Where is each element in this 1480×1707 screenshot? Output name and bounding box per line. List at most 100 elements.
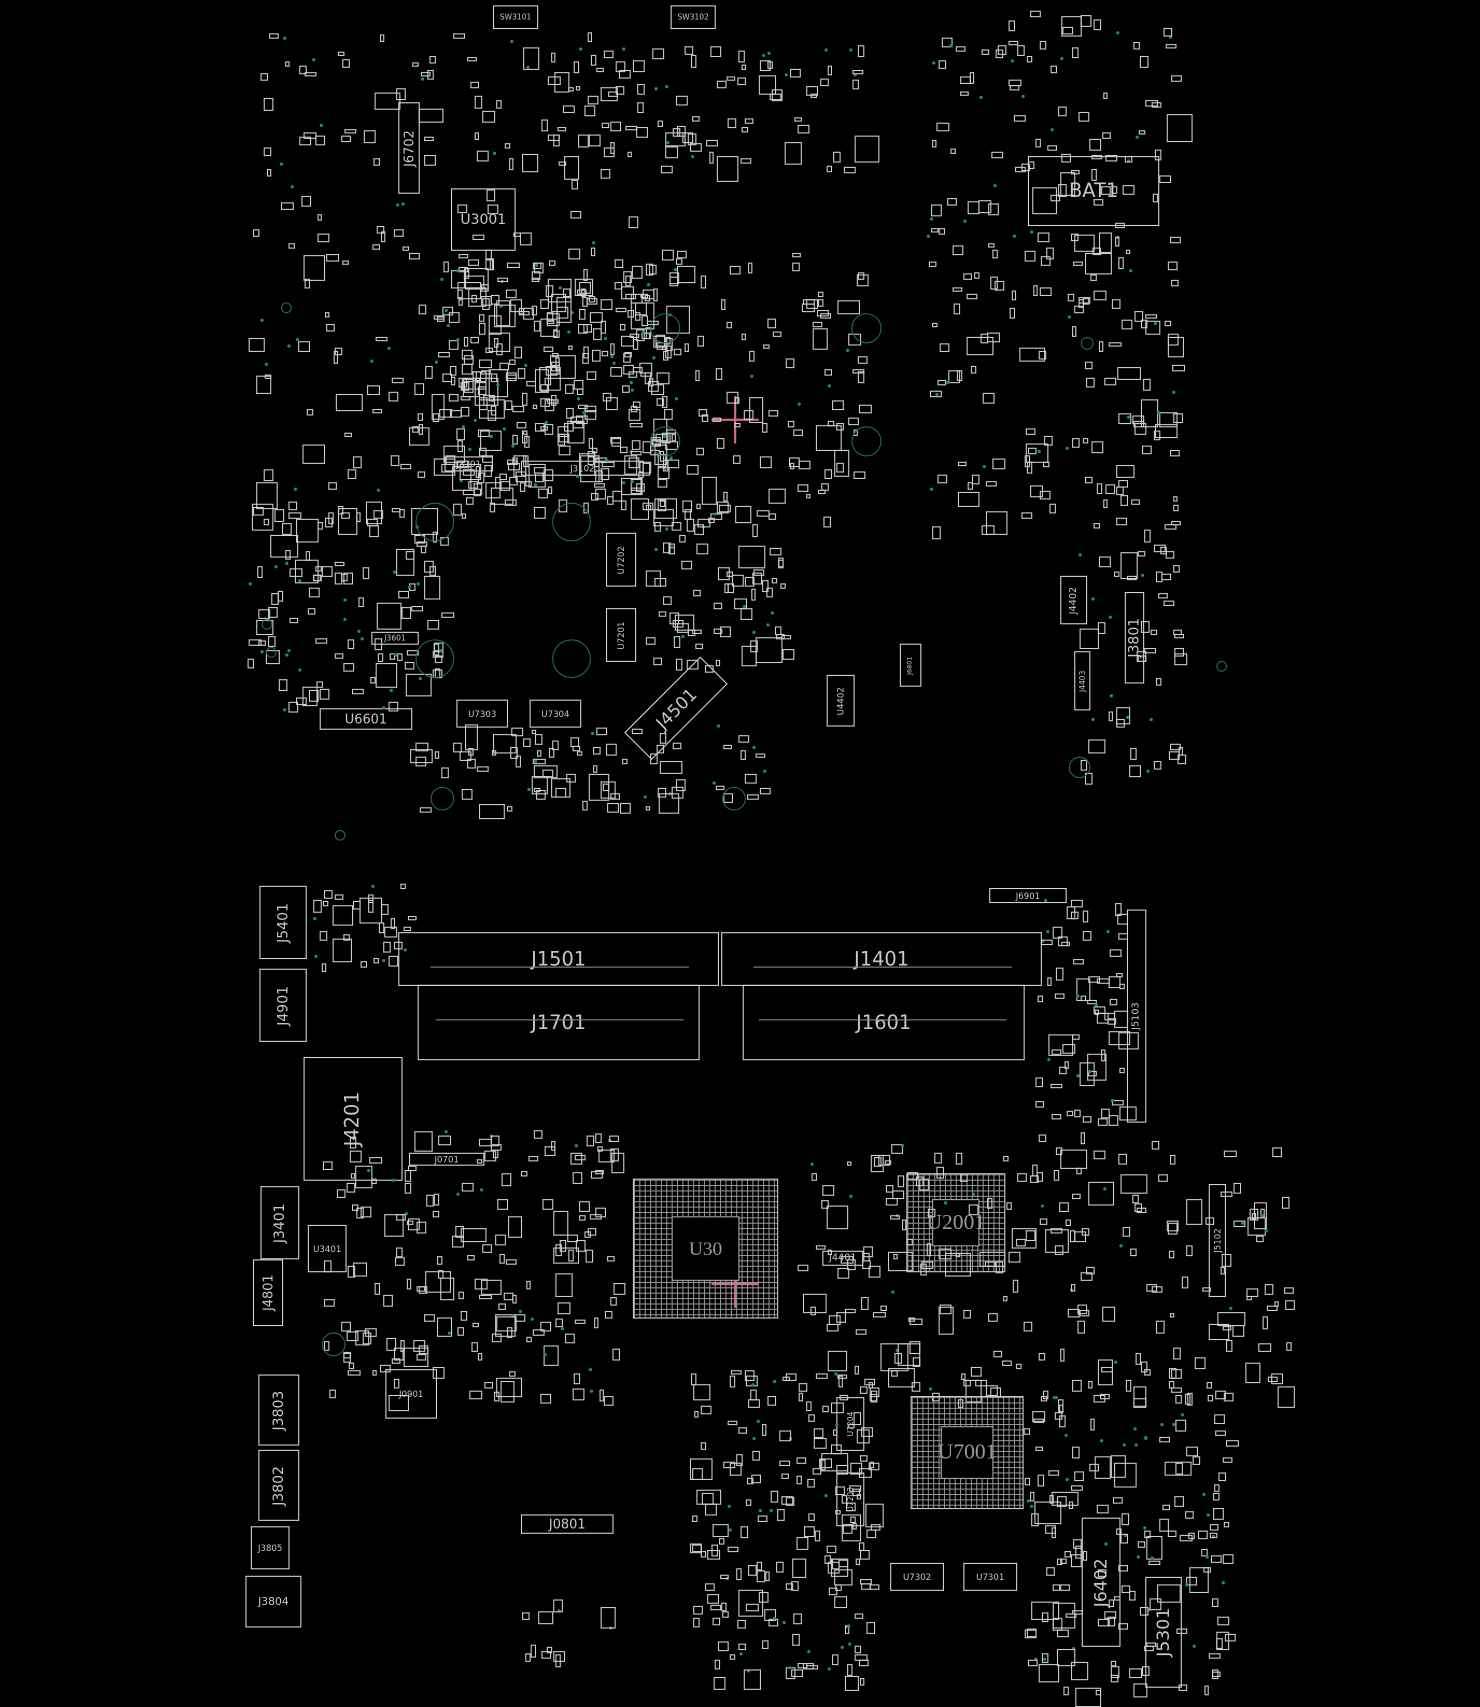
- smd-pad: [893, 1253, 898, 1260]
- via-dot: [284, 561, 289, 565]
- component-footprint[interactable]: J1501: [398, 932, 720, 986]
- component-footprint[interactable]: J3804: [245, 1575, 302, 1628]
- smd-pad: [1079, 1062, 1095, 1086]
- smd-pad: [930, 390, 942, 398]
- component-footprint[interactable]: J3601: [371, 631, 419, 645]
- smd-pad: [1074, 1546, 1082, 1559]
- component-footprint[interactable]: J4801: [252, 1259, 284, 1327]
- smd-pad: [591, 492, 599, 501]
- smd-pad: [848, 417, 860, 426]
- smd-pad: [550, 293, 567, 313]
- component-footprint[interactable]: BAT1: [1027, 156, 1160, 227]
- component-footprint[interactable]: U3001: [450, 188, 516, 251]
- component-bga-chip[interactable]: U7001: [910, 1396, 1024, 1510]
- component-footprint[interactable]: J4201: [303, 1056, 403, 1181]
- component-footprint[interactable]: J0701: [409, 1152, 485, 1166]
- smd-pad: [1078, 299, 1085, 308]
- smd-pad: [1047, 145, 1057, 151]
- component-footprint[interactable]: J6402: [1081, 1517, 1121, 1647]
- smd-pad: [692, 589, 701, 597]
- via-dot: [392, 570, 396, 574]
- smd-pad: [1109, 1031, 1131, 1046]
- smd-pad: [1185, 1393, 1191, 1405]
- smd-pad: [1158, 175, 1172, 183]
- smd-pad: [374, 1282, 380, 1296]
- via-dot: [283, 37, 287, 41]
- smd-pad: [632, 339, 639, 350]
- smd-pad: [1021, 512, 1032, 520]
- smd-pad: [960, 91, 969, 96]
- smd-pad: [461, 512, 467, 519]
- smd-pad: [659, 761, 683, 775]
- smd-pad: [577, 323, 588, 335]
- smd-pad: [461, 349, 473, 360]
- smd-pad: [423, 1314, 435, 1323]
- component-footprint[interactable]: J1701: [417, 984, 700, 1061]
- component-footprint[interactable]: J4402: [1060, 575, 1088, 625]
- component-footprint[interactable]: U7302: [890, 1562, 944, 1591]
- smd-pad: [601, 122, 610, 129]
- smd-pad: [716, 156, 739, 182]
- component-footprint[interactable]: U6601: [319, 708, 413, 730]
- smd-pad: [628, 409, 641, 422]
- component-footprint[interactable]: J3802: [258, 1449, 300, 1521]
- component-footprint[interactable]: J4401: [822, 1250, 864, 1266]
- component-footprint[interactable]: J3803: [258, 1374, 300, 1446]
- component-footprint[interactable]: J6801: [899, 643, 922, 687]
- via-dot: [621, 481, 626, 485]
- smd-pad: [477, 386, 487, 396]
- component-footprint[interactable]: U7201: [605, 608, 637, 662]
- component-footprint[interactable]: J6702: [398, 102, 420, 194]
- smd-pad: [467, 480, 479, 489]
- smd-pad: [824, 469, 833, 479]
- smd-pad: [776, 1509, 786, 1522]
- component-footprint[interactable]: U7303: [456, 699, 509, 728]
- smd-pad: [523, 307, 534, 320]
- component-footprint[interactable]: J5103: [1126, 909, 1147, 1123]
- smd-pad: [1053, 1617, 1063, 1631]
- smd-pad: [479, 803, 505, 819]
- smd-pad: [762, 580, 769, 593]
- component-footprint[interactable]: J4901: [259, 968, 307, 1042]
- via-dot: [357, 629, 361, 634]
- component-footprint[interactable]: U7202: [605, 532, 637, 587]
- smd-pad: [1023, 1428, 1031, 1435]
- component-footprint[interactable]: J0901: [385, 1369, 438, 1419]
- component-footprint[interactable]: J5301: [1145, 1576, 1182, 1688]
- component-footprint[interactable]: SW3101: [492, 5, 539, 30]
- component-footprint[interactable]: J1601: [742, 984, 1025, 1061]
- smd-pad: [1197, 1530, 1209, 1540]
- smd-pad: [1273, 1301, 1279, 1307]
- component-footprint[interactable]: J0801: [520, 1514, 614, 1534]
- smd-pad: [1214, 1430, 1226, 1437]
- component-footprint[interactable]: J1401: [721, 932, 1042, 986]
- component-footprint[interactable]: U7304: [529, 699, 582, 728]
- smd-pad: [930, 227, 939, 233]
- via-dot: [1065, 1477, 1069, 1481]
- component-footprint[interactable]: J3801: [1124, 591, 1145, 684]
- component-footprint[interactable]: J5401: [259, 885, 307, 960]
- via-dot: [313, 955, 318, 959]
- component-footprint[interactable]: J4403: [1074, 651, 1091, 711]
- component-footprint[interactable]: U7301: [963, 1562, 1018, 1591]
- smd-pad: [791, 1558, 806, 1579]
- smd-pad: [866, 1622, 875, 1634]
- via-dot: [439, 278, 444, 282]
- smd-pad: [1074, 1231, 1086, 1243]
- smd-pad: [1068, 1500, 1074, 1510]
- component-label: J5301: [1153, 1607, 1174, 1657]
- component-footprint[interactable]: J3401: [260, 1186, 300, 1260]
- via-dot: [1075, 1074, 1080, 1078]
- smd-pad: [413, 1339, 426, 1353]
- smd-pad: [454, 1226, 464, 1238]
- component-bga-chip[interactable]: U30: [632, 1178, 779, 1319]
- component-footprint[interactable]: J6901: [989, 887, 1067, 904]
- cursor-crosshair: [711, 396, 759, 444]
- smd-pad: [295, 697, 307, 705]
- component-footprint[interactable]: J3805: [250, 1526, 290, 1570]
- component-footprint[interactable]: J5102: [1208, 1183, 1226, 1298]
- smd-pad: [1152, 193, 1159, 203]
- component-footprint[interactable]: SW3102: [670, 5, 716, 30]
- component-footprint[interactable]: U4402: [826, 674, 855, 727]
